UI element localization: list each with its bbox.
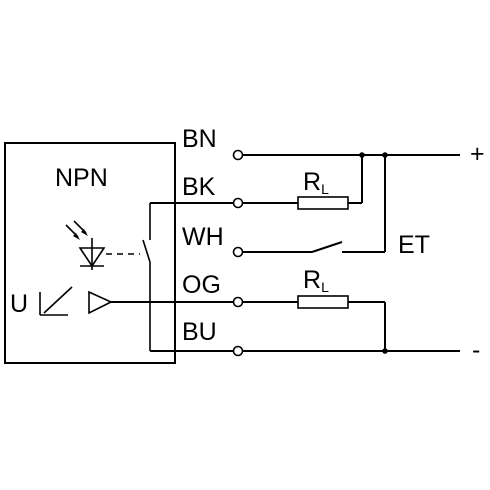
- analog-output-icon: [39, 286, 73, 316]
- resistor-label-og: RL: [303, 266, 329, 295]
- external-teach-label: ET: [398, 231, 430, 259]
- supply-minus-label: -: [472, 336, 480, 364]
- terminal-bu: [232, 345, 244, 357]
- junction-bu: [382, 348, 388, 354]
- junction-wh: [382, 152, 388, 158]
- wire-label-wh: WH: [182, 223, 224, 251]
- supply-plus-label: +: [470, 140, 485, 168]
- wire-label-bk: BK: [182, 173, 216, 201]
- wire-label-bn: BN: [182, 125, 217, 153]
- terminal-bn: [232, 149, 244, 161]
- terminal-og: [232, 296, 244, 308]
- sensor-type-label: NPN: [55, 164, 108, 192]
- terminal-bk: [232, 197, 244, 209]
- supply-voltage-label: U: [10, 290, 28, 318]
- resistor-label-bk: RL: [303, 168, 329, 197]
- internal-switch-icon: [142, 203, 151, 351]
- sensor-housing: [4, 142, 176, 364]
- wire-label-og: OG: [182, 271, 221, 299]
- wire-label-bu: BU: [182, 318, 217, 346]
- load-resistor-bk: [297, 196, 349, 210]
- external-switch-icon: [311, 241, 343, 253]
- light-emitter-icon: [65, 220, 140, 270]
- load-resistor-og: [297, 295, 349, 309]
- amplifier-icon: [88, 290, 113, 315]
- junction-bk: [359, 152, 365, 158]
- terminal-wh: [232, 246, 244, 258]
